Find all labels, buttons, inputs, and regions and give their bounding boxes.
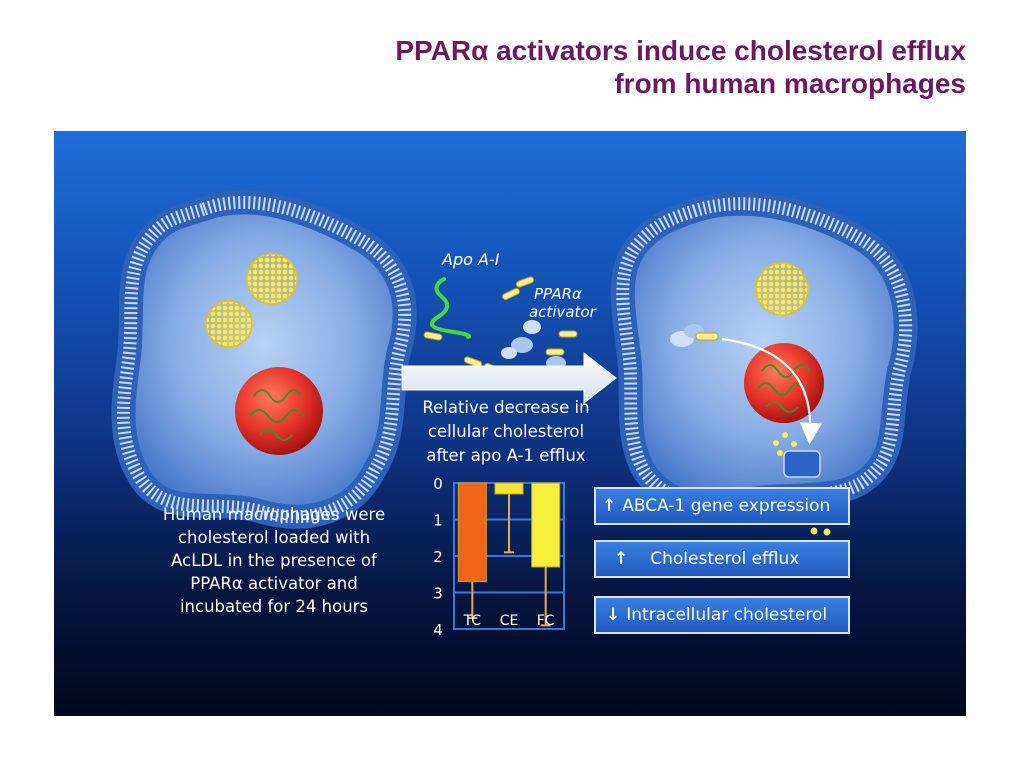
macrophage-caption: Human macrophages were cholesterol loade… <box>134 503 414 618</box>
arrow-up-icon: ↑ <box>614 549 629 569</box>
caption-line-2: cholesterol loaded with <box>177 528 371 547</box>
right-macrophage-cell <box>610 191 918 536</box>
bar-fc <box>531 482 561 568</box>
relative-decrease-line-1: Relative decrease in <box>422 398 589 417</box>
big-transition-arrow <box>401 351 617 405</box>
right-lipid-droplet <box>755 262 809 316</box>
efflux-path-arrow <box>721 337 822 445</box>
y-tick-label: 0 <box>433 475 443 493</box>
category-label: CE <box>500 613 519 629</box>
left-cell-body <box>111 190 417 529</box>
arrow-up-icon: ↑ <box>602 496 617 516</box>
left-chromatin <box>249 389 305 441</box>
right-chromatin <box>757 364 811 413</box>
intracellular-cholesterol-box: ↓ Intracellular cholesterol <box>594 596 850 634</box>
caption-line-5: incubated for 24 hours <box>179 597 369 616</box>
left-cell-membrane <box>117 195 412 524</box>
category-label: TC <box>463 613 482 629</box>
arrow-down-icon: ↓ <box>606 605 621 625</box>
right-nucleus <box>744 343 824 423</box>
relative-decrease-line-3: after apo A-1 efflux <box>426 446 585 465</box>
left-lipid-droplet-1 <box>246 253 298 305</box>
chart-categories: TC CE FC <box>463 613 555 629</box>
left-macrophage-cell <box>111 190 417 529</box>
abca1-expression-label: ABCA-1 gene expression <box>622 496 831 516</box>
ppar-activator-label-1: PPARα <box>534 285 582 303</box>
y-tick-label: 4 <box>433 621 443 639</box>
left-lipid-droplet-2 <box>205 300 253 348</box>
cholesterol-efflux-label: Cholesterol efflux <box>650 549 800 569</box>
title-line-1: PPARα activators induce cholesterol effl… <box>395 35 966 66</box>
left-nucleus <box>235 367 323 455</box>
apo-a1-molecule <box>429 277 471 339</box>
diagram-figure: Apo A-I PPARα activator Relative decreas… <box>54 131 966 716</box>
apo-a1-label: Apo A-I <box>441 250 500 269</box>
cholesterol-bar-chart: 0 1 2 3 4 TC CE FC <box>433 475 565 639</box>
bar-ce <box>494 482 524 495</box>
abca1-expression-box: ↑ ABCA-1 gene expression <box>594 487 850 525</box>
intracellular-cholesterol-label: Intracellular cholesterol <box>626 605 828 625</box>
caption-line-3: AcLDL in the presence of <box>171 551 377 570</box>
category-label: FC <box>537 613 555 629</box>
title-line-2: from human macrophages <box>614 68 966 99</box>
caption-line-1: Human macrophages were <box>162 505 386 524</box>
y-tick-label: 2 <box>433 548 443 566</box>
cholesterol-efflux-box: ↑ Cholesterol efflux <box>594 540 850 578</box>
slide-title: PPARα activators induce cholesterol effl… <box>395 34 966 100</box>
y-tick-label: 3 <box>433 585 443 603</box>
efflux-transporter <box>773 432 831 536</box>
bar-tc <box>457 482 487 583</box>
y-tick-label: 1 <box>433 512 443 530</box>
ppar-activator-label-2: activator <box>529 303 597 321</box>
relative-decrease-line-2: cellular cholesterol <box>428 422 584 441</box>
right-receptor-complex <box>670 324 719 347</box>
chart-y-ticks: 0 1 2 3 4 <box>433 475 443 639</box>
caption-line-4: PPARα activator and <box>190 574 358 593</box>
chart-bars <box>457 482 561 627</box>
